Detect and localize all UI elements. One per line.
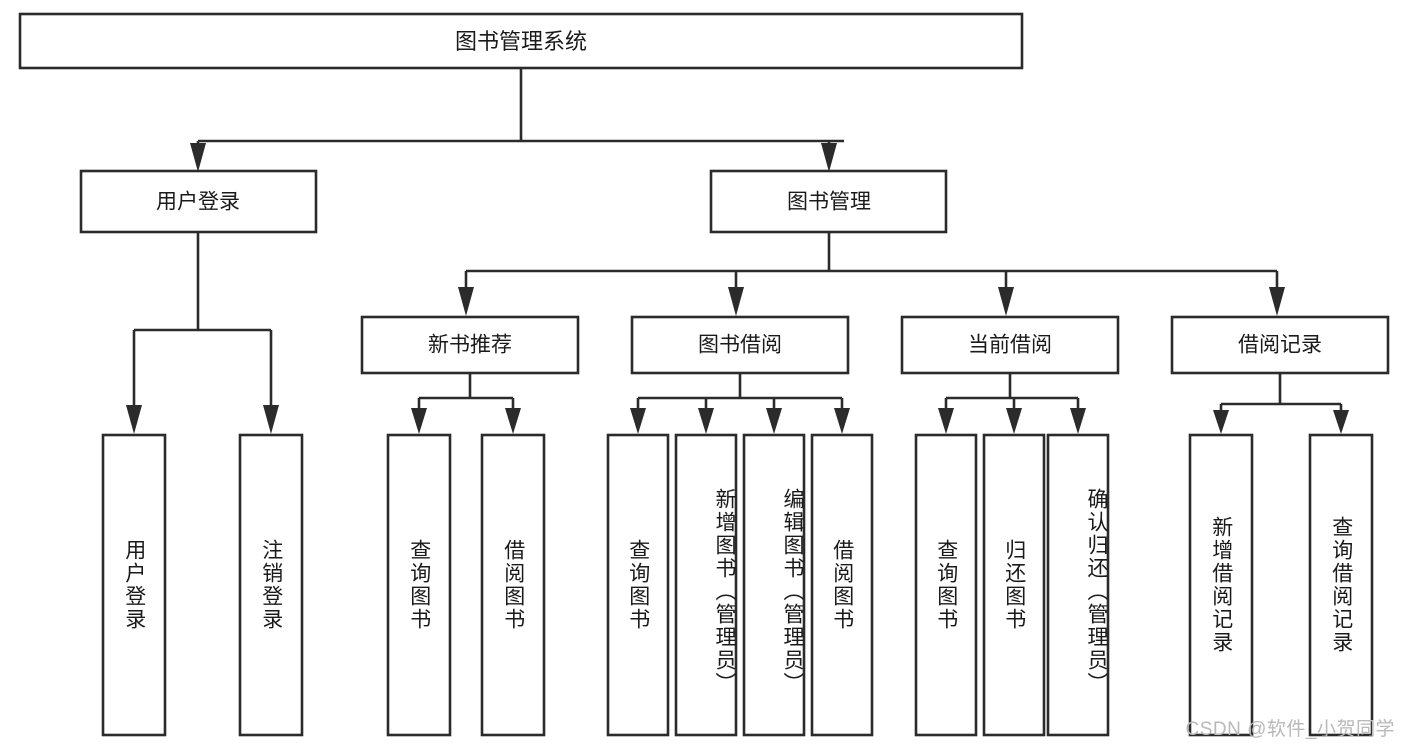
leaf-box-logout[interactable]: [238, 433, 304, 737]
arrow-head-book-mgmt: [821, 143, 837, 172]
leaf-box-query-book-1[interactable]: [386, 433, 452, 737]
leaf-box-layer: [101, 433, 1374, 737]
arrow-head-leaf-logout: [263, 405, 279, 434]
leaf-box-borrow-book-2[interactable]: [810, 433, 874, 737]
leaf-box-add-borrow-record[interactable]: [1188, 433, 1254, 737]
node-user-login[interactable]: 用户登录: [79, 169, 318, 234]
leaf-box-query-borrow-record[interactable]: [1308, 433, 1374, 737]
leaf-box-borrow-book-1[interactable]: [480, 433, 546, 737]
node-new-book-recommend-box[interactable]: [360, 315, 580, 375]
node-root-system-label: 图书管理系统: [455, 29, 587, 54]
node-book-borrow-box[interactable]: [630, 315, 850, 375]
node-borrow-record[interactable]: 借阅记录: [1170, 315, 1390, 375]
node-book-borrow[interactable]: 图书借阅: [630, 315, 850, 375]
node-book-management[interactable]: 图书管理: [709, 169, 948, 234]
node-book-management-box[interactable]: [709, 169, 948, 234]
node-current-borrow-box[interactable]: [900, 315, 1120, 375]
leaf-box-edit-book-admin[interactable]: [742, 433, 806, 737]
node-book-borrow-label: 图书借阅: [698, 334, 782, 357]
node-user-login-label: 用户登录: [156, 191, 240, 214]
arrow-head-newbook-leaf-1: [411, 408, 427, 434]
arrow-head-book-borrow: [728, 287, 744, 316]
arrow-head-borrowrecord-leaf-2: [1333, 410, 1349, 434]
arrow-head-bookborrow-leaf-4: [834, 408, 850, 434]
arrow-head-user-login: [190, 143, 206, 172]
node-root-system[interactable]: 图书管理系统: [18, 12, 1024, 70]
node-borrow-record-box[interactable]: [1170, 315, 1390, 375]
arrow-head-currentborrow-leaf-2: [1006, 408, 1022, 434]
arrow-head-newbook-leaf-2: [505, 408, 521, 434]
leaf-box-add-book-admin[interactable]: [674, 433, 738, 737]
leaf-box-query-book-3[interactable]: [914, 433, 978, 737]
node-new-book-recommend[interactable]: 新书推荐: [360, 315, 580, 375]
leaf-box-user-login[interactable]: [101, 433, 167, 737]
arrow-head-leaf-user-login: [126, 405, 142, 434]
leaf-box-query-book-2[interactable]: [606, 433, 670, 737]
arrow-head-currentborrow-leaf-3: [1070, 408, 1086, 434]
node-book-management-label: 图书管理: [787, 191, 871, 214]
node-user-login-box[interactable]: [79, 169, 318, 234]
arrow-head-bookborrow-leaf-3: [766, 408, 782, 434]
arrow-head-bookborrow-leaf-1: [630, 408, 646, 434]
arrow-head-new-book-rec: [458, 287, 474, 316]
leaf-box-return-book[interactable]: [982, 433, 1046, 737]
arrow-head-bookborrow-leaf-2: [698, 408, 714, 434]
leaf-box-confirm-return-admin[interactable]: [1046, 433, 1110, 737]
csdn-watermark: CSDN @软件_小贺同学: [1185, 719, 1395, 740]
arrow-head-currentborrow-leaf-1: [938, 408, 954, 434]
arrow-head-borrow-record: [1269, 287, 1285, 316]
arrow-head-borrowrecord-leaf-1: [1213, 410, 1229, 434]
node-root-system-box[interactable]: [18, 12, 1024, 70]
node-new-book-recommend-label: 新书推荐: [428, 334, 512, 357]
connector-layer: [126, 68, 1349, 434]
node-current-borrow[interactable]: 当前借阅: [900, 315, 1120, 375]
node-borrow-record-label: 借阅记录: [1238, 334, 1322, 357]
node-current-borrow-label: 当前借阅: [968, 334, 1052, 357]
arrow-head-current-borrow: [998, 287, 1014, 316]
